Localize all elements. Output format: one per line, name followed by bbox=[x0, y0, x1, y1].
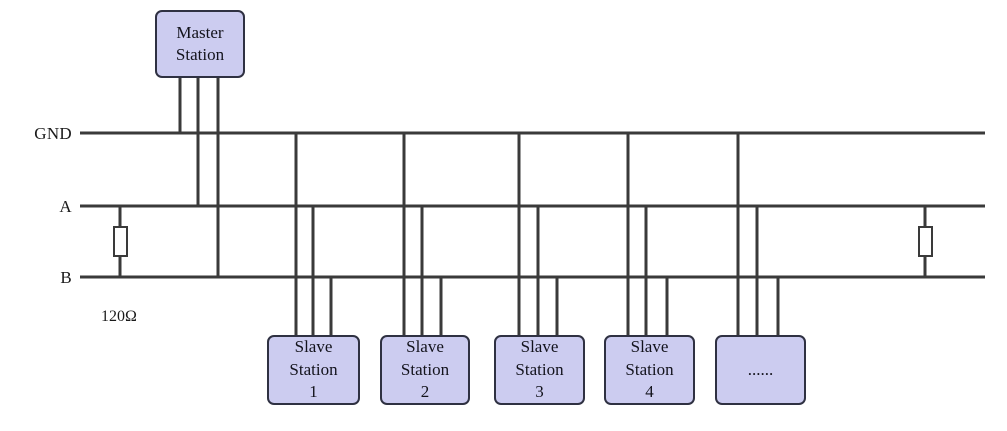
slave-station-2-label-line3: 2 bbox=[420, 382, 430, 402]
slave-station-4-box[interactable]: Slave Station 4 bbox=[604, 335, 695, 405]
master-station-box[interactable]: Master Station bbox=[155, 10, 245, 78]
left-terminating-resistor bbox=[113, 226, 128, 257]
slave-station-1-label-line2: Station bbox=[289, 359, 338, 379]
slave-station-4-label-line2: Station bbox=[625, 359, 674, 379]
slave-station-1-label-line3: 1 bbox=[309, 382, 318, 402]
bus-label-a: A bbox=[59, 197, 72, 216]
slave-station-3-box[interactable]: Slave Station 3 bbox=[494, 335, 585, 405]
slave-station-2-label-line2: Station bbox=[400, 359, 450, 379]
bus-label-b: B bbox=[60, 268, 72, 287]
slave-station-1-box[interactable]: Slave Station 1 bbox=[267, 335, 360, 405]
slave-station-4-label-line3: 4 bbox=[645, 382, 654, 402]
slave-station-3-label-line1: Slave bbox=[520, 337, 559, 357]
master-station-label-line1: Master bbox=[176, 22, 224, 42]
slave-station-more-label: ...... bbox=[747, 359, 774, 379]
master-station-label-line2: Station bbox=[175, 45, 225, 64]
slave-station-more-box[interactable]: ...... bbox=[715, 335, 806, 405]
slave-station-2-label-line1: Slave bbox=[406, 337, 444, 357]
slave-station-1-label-line1: Slave bbox=[294, 337, 333, 357]
slave-station-4-label-line1: Slave bbox=[630, 337, 669, 357]
slave-station-3-label-line3: 3 bbox=[535, 382, 544, 402]
slave-station-2-box[interactable]: Slave Station 2 bbox=[380, 335, 470, 405]
bus-label-gnd: GND bbox=[34, 124, 72, 143]
slave-station-3-label-line2: Station bbox=[515, 359, 564, 379]
left-terminating-resistor-label: 120Ω bbox=[101, 308, 137, 325]
right-terminating-resistor bbox=[918, 226, 933, 257]
